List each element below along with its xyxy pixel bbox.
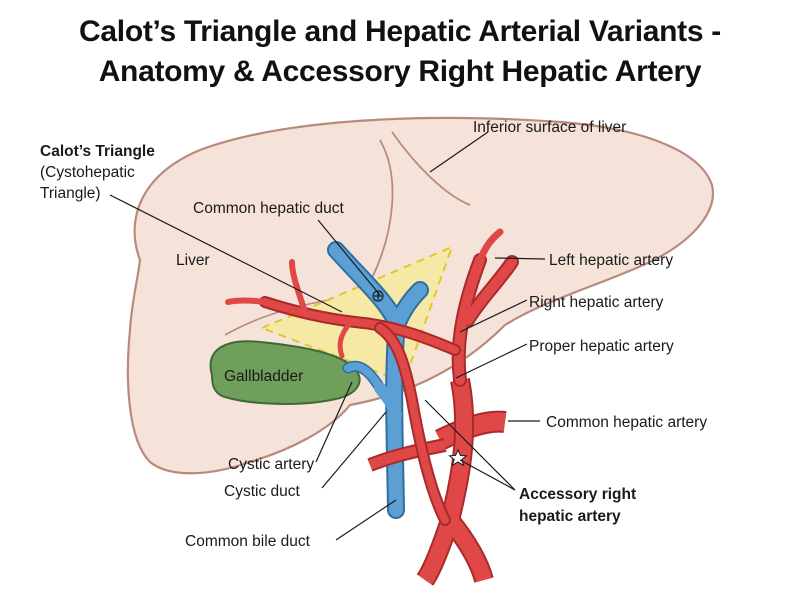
label-common-bile-duct: Common bile duct — [185, 533, 311, 550]
label-common-hepatic-artery: Common hepatic artery — [546, 414, 707, 431]
label-proper-hepatic-artery: Proper hepatic artery — [529, 338, 674, 355]
label-calots-sub-2: Triangle) — [40, 185, 101, 202]
label-cystic-artery: Cystic artery — [228, 456, 314, 473]
label-left-hepatic-artery: Left hepatic artery — [549, 252, 673, 269]
label-common-hepatic-duct: Common hepatic duct — [193, 200, 344, 217]
label-accessory-2: hepatic artery — [519, 508, 621, 525]
label-inferior-surface: Inferior surface of liver — [473, 119, 626, 136]
label-gallbladder: Gallbladder — [224, 368, 303, 385]
label-cystic-duct: Cystic duct — [224, 483, 300, 500]
label-right-hepatic-artery: Right hepatic artery — [529, 294, 664, 311]
label-calots-triangle: Calot’s Triangle — [40, 143, 155, 160]
label-accessory-1: Accessory right — [519, 486, 636, 503]
label-liver: Liver — [176, 252, 210, 269]
label-calots-sub-1: (Cystohepatic — [40, 164, 135, 181]
